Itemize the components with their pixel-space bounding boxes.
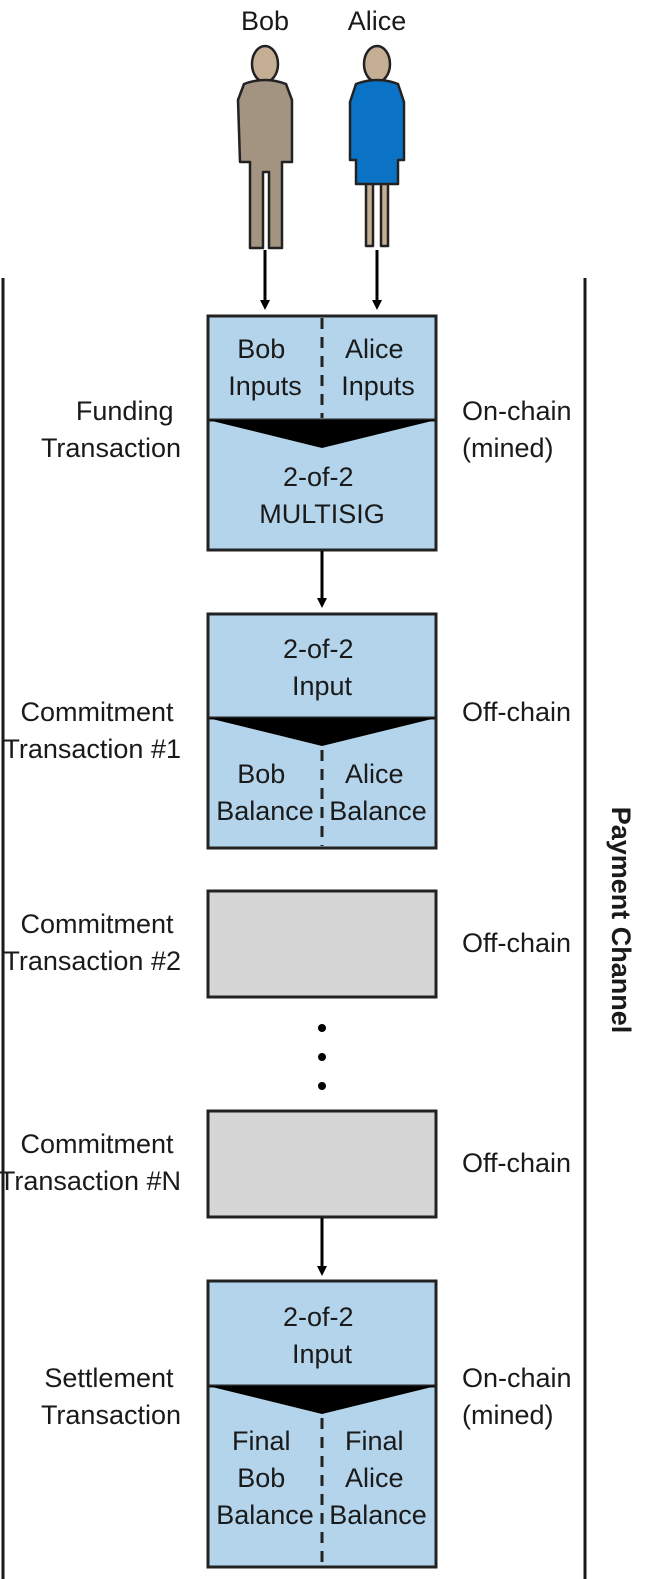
- funding-multisig-output: 2-of-2 MULTISIG: [259, 462, 385, 529]
- commitment-1-input: 2-of-2 Input: [283, 634, 361, 701]
- commitment-1-left-label: Commitment Transaction #1: [3, 697, 181, 764]
- commitment-1-alice-balance: Alice Balance: [329, 759, 427, 826]
- settlement-input: 2-of-2 Input: [283, 1302, 361, 1369]
- settlement-alice-balance: Final Alice Balance: [329, 1426, 427, 1530]
- commitment-1-box: [206, 612, 438, 850]
- funding-left-label: Funding Transaction: [41, 396, 181, 463]
- commitment-2-right-label: Off-chain: [462, 928, 571, 958]
- payment-channel-label: Payment Channel: [606, 807, 636, 1034]
- commitment-2-box: [206, 889, 438, 999]
- settlement-bob-balance: Final Bob Balance: [216, 1426, 314, 1530]
- settlement-transaction-box: [206, 1279, 438, 1569]
- funding-right-label: On-chain (mined): [462, 396, 579, 463]
- commitment-2-left-label: Commitment Transaction #2: [3, 909, 181, 976]
- commitment-n-left-label: Commitment Transaction #N: [0, 1129, 181, 1196]
- bob-name: Bob: [241, 6, 289, 36]
- settlement-left-label: Settlement Transaction: [41, 1363, 181, 1430]
- funding-bob-inputs: Bob Inputs: [228, 334, 302, 401]
- commitment-1-bob-balance: Bob Balance: [216, 759, 314, 826]
- funding-alice-inputs: Alice Inputs: [341, 334, 415, 401]
- alice-name: Alice: [348, 6, 407, 36]
- ellipsis-dots: [318, 1024, 326, 1090]
- bob-figure-icon: [236, 44, 294, 250]
- commitment-n-right-label: Off-chain: [462, 1148, 571, 1178]
- settlement-right-label: On-chain (mined): [462, 1363, 579, 1430]
- funding-transaction-box: [206, 314, 438, 552]
- alice-figure-icon: [348, 44, 406, 248]
- commitment-1-right-label: Off-chain: [462, 697, 571, 727]
- commitment-n-box: [206, 1109, 438, 1219]
